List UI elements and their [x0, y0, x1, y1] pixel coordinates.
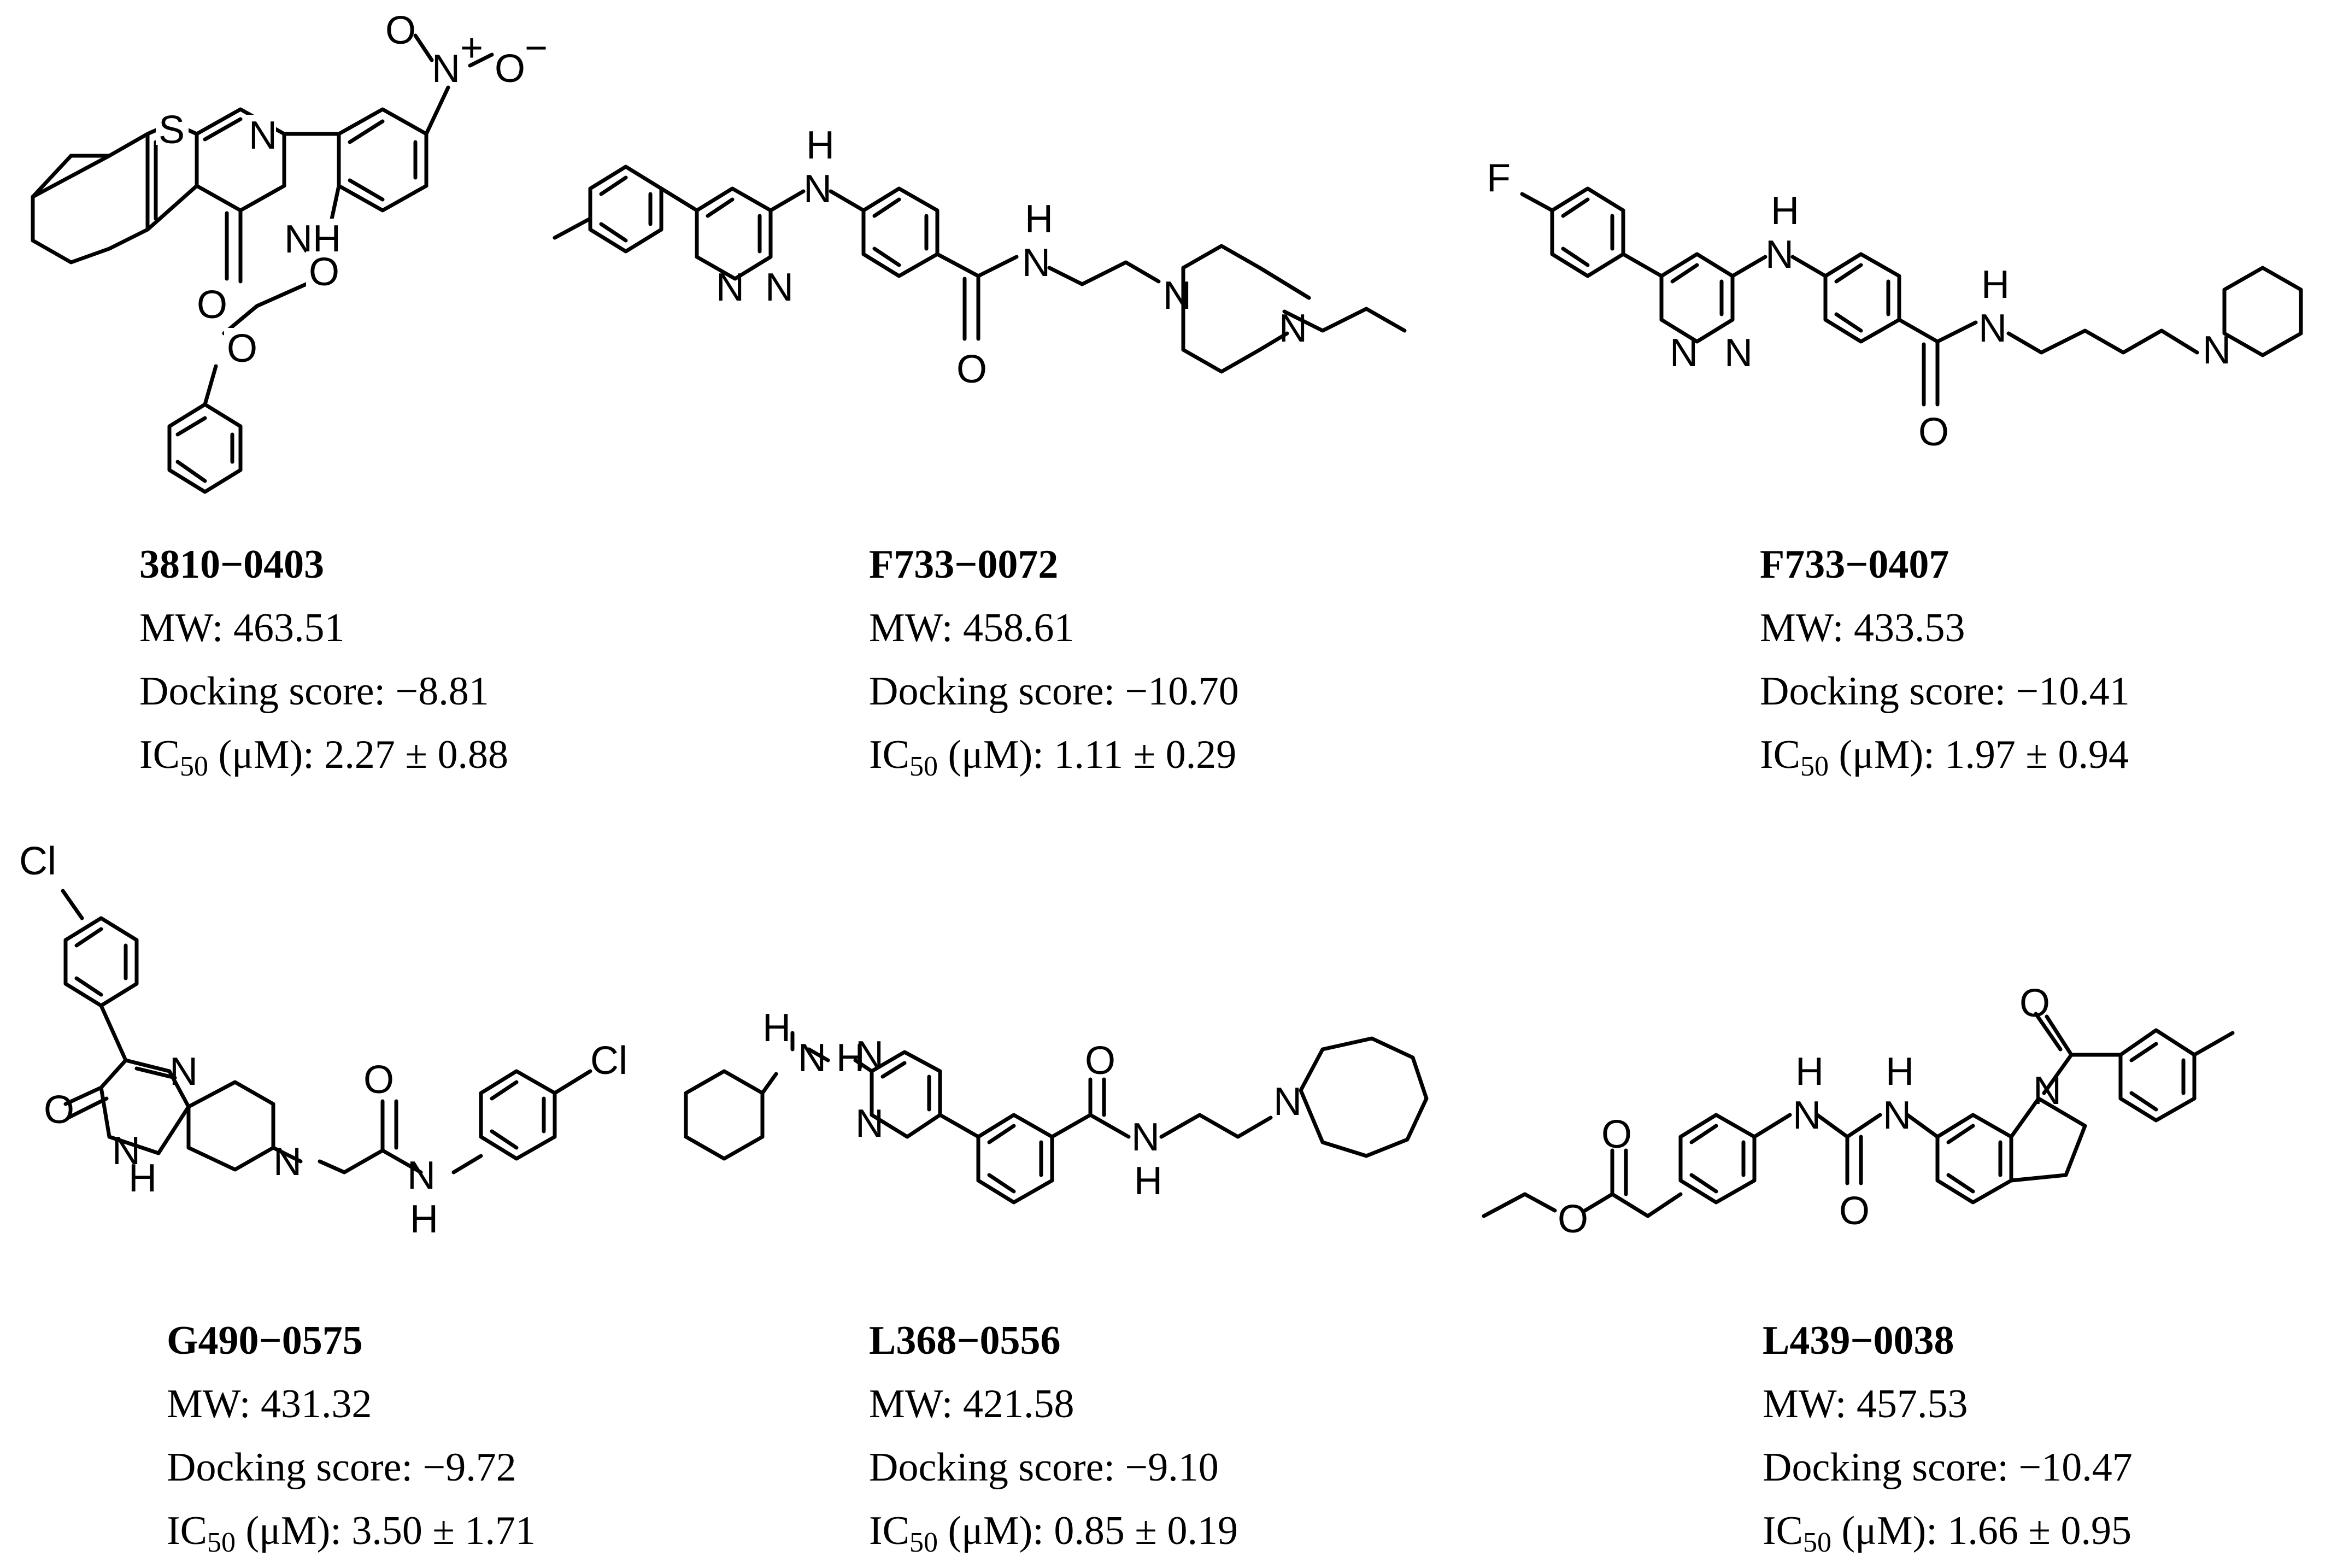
atom-label: O [956, 348, 987, 391]
atom-label: H [410, 1197, 438, 1241]
compound-info-5: L368−0556 MW: 421.58 Docking score: −9.1… [869, 1309, 1238, 1563]
structure-L439-0038: O O N H O N H N O [1482, 982, 2235, 1241]
atom-label: N [716, 266, 744, 309]
atom-label: H [1025, 197, 1053, 241]
structure-F733-0072: N N N H O N H N N [553, 124, 1407, 391]
docking-score: Docking score: −10.70 [869, 669, 1239, 714]
atom-label: N [1273, 1080, 1302, 1124]
atom-label: H [836, 1036, 865, 1080]
atom-label: H [1981, 263, 2010, 307]
atom-label: N [407, 1154, 436, 1197]
molecular-weight: MW: 431.32 [167, 1382, 372, 1426]
docking-score: Docking score: −10.41 [1760, 669, 2130, 714]
atom-label: N [1163, 274, 1191, 318]
atom-label: O [1558, 1197, 1588, 1241]
ic50-value: IC50 (μM): 1.66 ± 0.95 [1763, 1508, 2131, 1558]
structure-F733-0407: F N N N H O N H N [1487, 156, 2303, 454]
atom-label: O [227, 327, 257, 371]
atom-label: N [169, 1050, 198, 1094]
atom-label: N [2033, 1069, 2062, 1113]
compound-code: F733−0072 [869, 542, 1059, 587]
molecular-weight: MW: 463.51 [139, 606, 345, 650]
atom-label: N [273, 1140, 302, 1184]
atom-label: H [128, 1156, 157, 1200]
atom-label: Cl [19, 839, 56, 883]
ic50-value: IC50 (μM): 1.97 ± 0.94 [1760, 732, 2129, 782]
compound-code: L368−0556 [869, 1318, 1061, 1363]
atom-label: O [2019, 982, 2050, 1025]
docking-score: Docking score: −10.47 [1763, 1445, 2133, 1490]
compound-code: L439−0038 [1763, 1318, 1954, 1363]
atom-label: N [1022, 241, 1050, 285]
atom-label: O [197, 283, 227, 327]
compound-info-6: L439−0038 MW: 457.53 Docking score: −10.… [1763, 1309, 2133, 1563]
atom-label: H [1795, 1050, 1824, 1094]
atom-label: O [495, 47, 525, 91]
atom-label: O [1918, 410, 1949, 454]
atom-label: H [806, 124, 835, 167]
ic50-value: IC50 (μM): 2.27 ± 0.88 [139, 732, 508, 782]
compound-info-1: 3810−0403 MW: 463.51 Docking score: −8.8… [139, 533, 508, 786]
atom-label: N [2203, 328, 2231, 372]
atom-label: H [762, 1006, 791, 1050]
atom-label: N [432, 47, 460, 91]
atom-label: N [249, 114, 277, 157]
atom-label: N [1279, 307, 1307, 350]
atom-label: H [1771, 189, 1799, 233]
atom-label: N [1765, 233, 1794, 277]
compound-info-3: F733−0407 MW: 433.53 Docking score: −10.… [1760, 533, 2130, 786]
atom-label: Cl [590, 1039, 627, 1083]
atom-label: N [112, 1129, 140, 1173]
docking-score: Docking score: −8.81 [139, 669, 489, 714]
molecular-weight: MW: 433.53 [1760, 606, 1965, 650]
atom-label: S [158, 108, 185, 152]
molecular-weight: MW: 421.58 [869, 1382, 1074, 1426]
molecular-weight: MW: 458.61 [869, 606, 1074, 650]
atom-label: N [1724, 331, 1753, 375]
structure-L368-0556: H N H N N O N H N [684, 1006, 1429, 1205]
atom-label: O [1085, 1039, 1115, 1083]
atom-label: N [803, 167, 832, 211]
ic50-value: IC50 (μM): 0.85 ± 0.19 [869, 1508, 1238, 1558]
atom-label: N [855, 1102, 884, 1146]
atom-label: N [1978, 307, 2007, 350]
atom-label: O [363, 1058, 394, 1102]
atom-label: N [1883, 1094, 1911, 1137]
charge-label: − [525, 26, 548, 70]
docking-score: Docking score: −9.72 [167, 1445, 516, 1490]
atom-label: N [855, 1033, 884, 1077]
atom-label: N [1131, 1115, 1160, 1159]
structure-G490-0575: Cl N O N H N O N H Cl [19, 839, 627, 1241]
structure-3810-0403: S N NH O O O N + O O − [31, 9, 548, 494]
molecular-weight: MW: 457.53 [1763, 1382, 1968, 1426]
compound-code: G490−0575 [167, 1318, 363, 1363]
atom-label: F [1487, 156, 1511, 200]
atom-label: H [1134, 1159, 1162, 1203]
atom-label: N [798, 1036, 826, 1080]
atom-label: O [385, 9, 416, 52]
ic50-value: IC50 (μM): 3.50 ± 1.71 [167, 1508, 536, 1558]
atom-label: N [765, 266, 794, 309]
atom-label: O [1601, 1113, 1632, 1156]
compound-code: F733−0407 [1760, 542, 1949, 587]
docking-score: Docking score: −9.10 [869, 1445, 1219, 1490]
charge-label: + [460, 26, 483, 70]
compound-code: 3810−0403 [139, 542, 325, 587]
atom-label: O [44, 1088, 74, 1132]
atom-label: O [1839, 1189, 1870, 1233]
ic50-value: IC50 (μM): 1.11 ± 0.29 [869, 732, 1237, 782]
compound-info-4: G490−0575 MW: 431.32 Docking score: −9.7… [167, 1309, 536, 1563]
atom-label: O [309, 250, 339, 294]
atom-label: H [1886, 1050, 1914, 1094]
atom-label: N [1670, 331, 1698, 375]
atom-label: N [1793, 1094, 1821, 1137]
compound-info-2: F733−0072 MW: 458.61 Docking score: −10.… [869, 533, 1239, 786]
